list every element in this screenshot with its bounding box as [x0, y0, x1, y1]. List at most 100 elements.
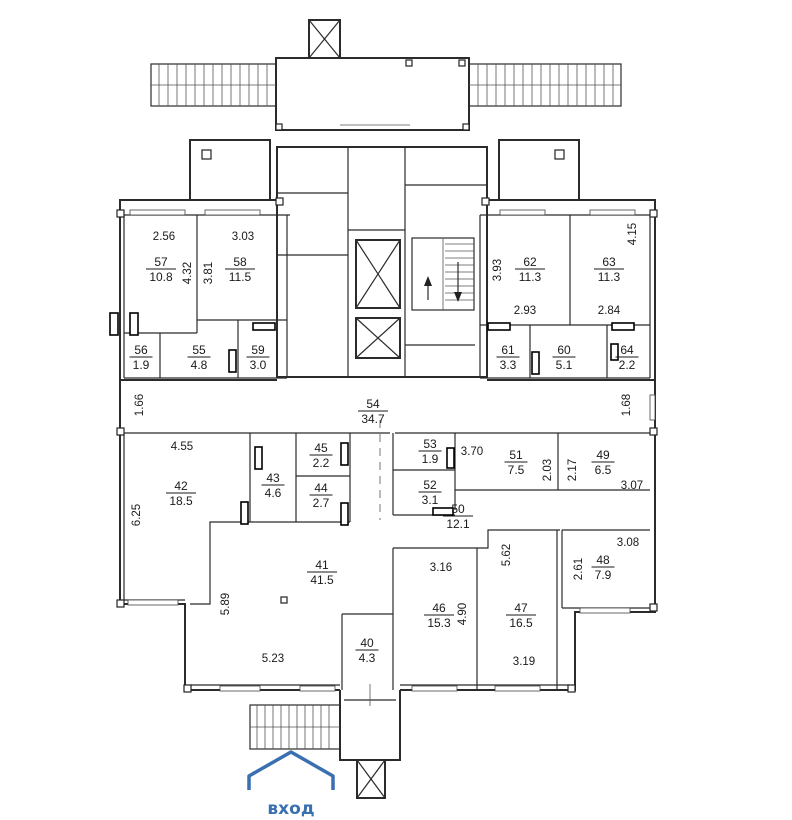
room-number: 51	[509, 448, 523, 462]
room-area: 4.6	[265, 486, 282, 500]
room-label: 517.5	[504, 448, 528, 477]
room-number: 44	[314, 481, 328, 495]
room-number: 45	[314, 441, 328, 455]
room-number: 61	[501, 343, 515, 357]
dimension-label: 3.08	[617, 537, 639, 549]
entrance-label: вход	[267, 799, 314, 819]
room-area: 18.5	[169, 494, 193, 508]
room-number: 60	[557, 343, 571, 357]
dimension-label: 2.03	[542, 459, 554, 481]
core-staircase	[411, 237, 475, 311]
room-label: 593.0	[246, 343, 270, 372]
room-number: 56	[134, 343, 148, 357]
building-core	[276, 146, 488, 378]
dimension-label: 3.07	[621, 480, 643, 492]
room-number: 48	[596, 553, 610, 567]
room-label: 452.2	[309, 441, 333, 470]
radiators	[109, 312, 635, 526]
room-area: 1.9	[422, 452, 439, 466]
room-area: 41.5	[310, 573, 334, 587]
room-number: 42	[174, 479, 188, 493]
dimension-label: 5.23	[262, 653, 284, 665]
room-label: 404.3	[355, 636, 379, 665]
dimension-label: 4.15	[627, 223, 639, 245]
room-label: 523.1	[418, 478, 442, 507]
dimension-label: 3.16	[430, 562, 452, 574]
room-number: 55	[192, 343, 206, 357]
bottom-stairs	[249, 704, 341, 750]
dimension-label: 6.25	[131, 504, 143, 526]
dimension-label: 5.62	[501, 544, 513, 566]
room-area: 2.2	[313, 456, 330, 470]
room-label: 442.7	[309, 481, 333, 510]
room-area: 4.3	[359, 651, 376, 665]
right-stairs	[468, 63, 622, 107]
room-number: 40	[360, 636, 374, 650]
dimension-label: 1.66	[134, 394, 146, 416]
dimension-label: 1.68	[621, 394, 633, 416]
room-label: 613.3	[496, 343, 520, 372]
room-area: 3.0	[250, 358, 267, 372]
dimension-label: 4.90	[457, 603, 469, 625]
room-area: 6.5	[595, 463, 612, 477]
dimension-label: 2.93	[514, 305, 536, 317]
room-number: 63	[602, 255, 616, 269]
structural-columns	[116, 197, 658, 693]
room-number: 43	[266, 471, 280, 485]
room-number: 57	[154, 255, 168, 269]
upper-right-block	[498, 139, 580, 201]
dimension-label: 3.81	[203, 262, 215, 284]
room-area: 15.3	[427, 616, 451, 630]
room-label: 487.9	[591, 553, 615, 582]
dimension-label: 2.17	[567, 459, 579, 481]
room-area: 7.5	[508, 463, 525, 477]
room-label: 434.6	[261, 471, 285, 500]
room-number: 50	[451, 502, 465, 516]
room-area: 3.3	[500, 358, 517, 372]
elevator-1	[355, 239, 401, 309]
dimension-label: 3.70	[461, 446, 483, 458]
room-area: 2.7	[313, 496, 330, 510]
house-icon	[247, 750, 335, 790]
entrance-marker: вход	[247, 750, 335, 819]
room-label: 496.5	[591, 448, 615, 477]
room-area: 5.1	[556, 358, 573, 372]
dimension-label: 2.61	[573, 558, 585, 580]
dimension-label: 4.55	[171, 441, 193, 453]
left-stairs	[150, 63, 277, 107]
dimension-label: 4.32	[182, 262, 194, 284]
room-number: 47	[514, 601, 528, 615]
room-number: 41	[315, 558, 329, 572]
room-area: 12.1	[446, 517, 470, 531]
room-number: 62	[523, 255, 537, 269]
upper-left-rooms	[124, 214, 290, 379]
corridor-54	[120, 420, 655, 520]
dimension-label: 5.89	[220, 593, 232, 615]
room-area: 4.8	[191, 358, 208, 372]
dimension-label: 2.56	[153, 231, 175, 243]
dimension-label: 3.19	[513, 656, 535, 668]
dimension-label: 3.93	[492, 259, 504, 281]
room-label: 642.2	[615, 343, 639, 372]
upper-left-block	[189, 139, 271, 201]
room-area: 11.5	[229, 270, 252, 284]
windows	[127, 209, 656, 692]
bottom-elevator-shaft	[356, 759, 386, 799]
room-number: 58	[233, 255, 247, 269]
room-number: 54	[366, 397, 380, 411]
room-number: 46	[432, 601, 446, 615]
top-vestibule	[275, 57, 470, 131]
room-number: 52	[423, 478, 437, 492]
dimension-label: 3.03	[232, 231, 254, 243]
room-area: 1.9	[133, 358, 150, 372]
